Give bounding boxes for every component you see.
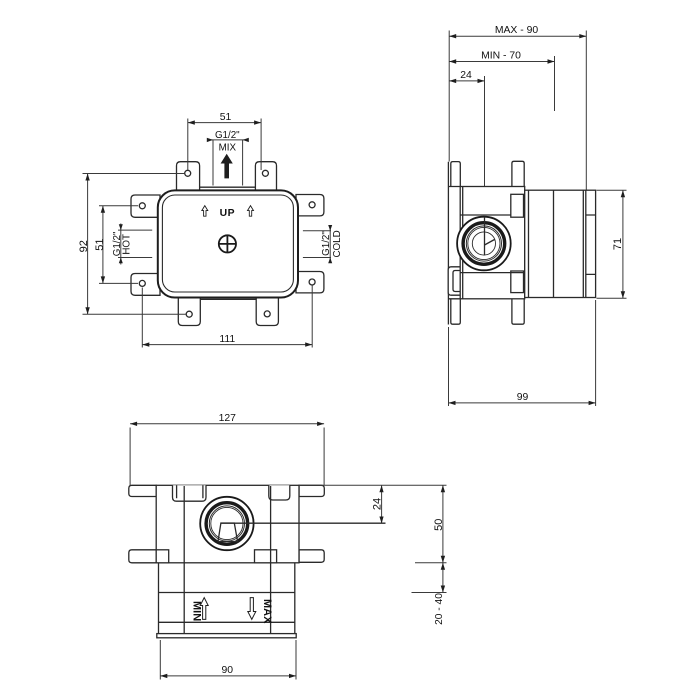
svg-text:MAX - 90: MAX - 90 [495,25,539,36]
svg-text:50: 50 [433,519,445,531]
svg-text:111: 111 [219,334,235,345]
svg-text:G1/2": G1/2" [112,231,123,256]
svg-text:92: 92 [78,240,90,252]
svg-text:20 - 40: 20 - 40 [434,593,445,625]
svg-text:MAX: MAX [261,599,273,624]
svg-text:COLD: COLD [332,230,343,257]
svg-text:24: 24 [371,498,383,510]
svg-text:24: 24 [460,70,472,81]
svg-text:51: 51 [94,238,106,250]
svg-text:MIN - 70: MIN - 70 [481,51,521,62]
svg-text:71: 71 [612,238,624,250]
svg-text:HOT: HOT [122,234,133,255]
svg-text:51: 51 [220,112,232,123]
svg-text:MIN: MIN [190,601,202,621]
svg-text:G1/2": G1/2" [321,231,332,256]
svg-text:99: 99 [517,392,529,403]
svg-text:UP: UP [220,208,235,219]
svg-text:G1/2": G1/2" [215,130,240,141]
svg-text:90: 90 [222,665,234,676]
svg-text:127: 127 [219,413,237,424]
svg-text:MIX: MIX [219,143,237,154]
